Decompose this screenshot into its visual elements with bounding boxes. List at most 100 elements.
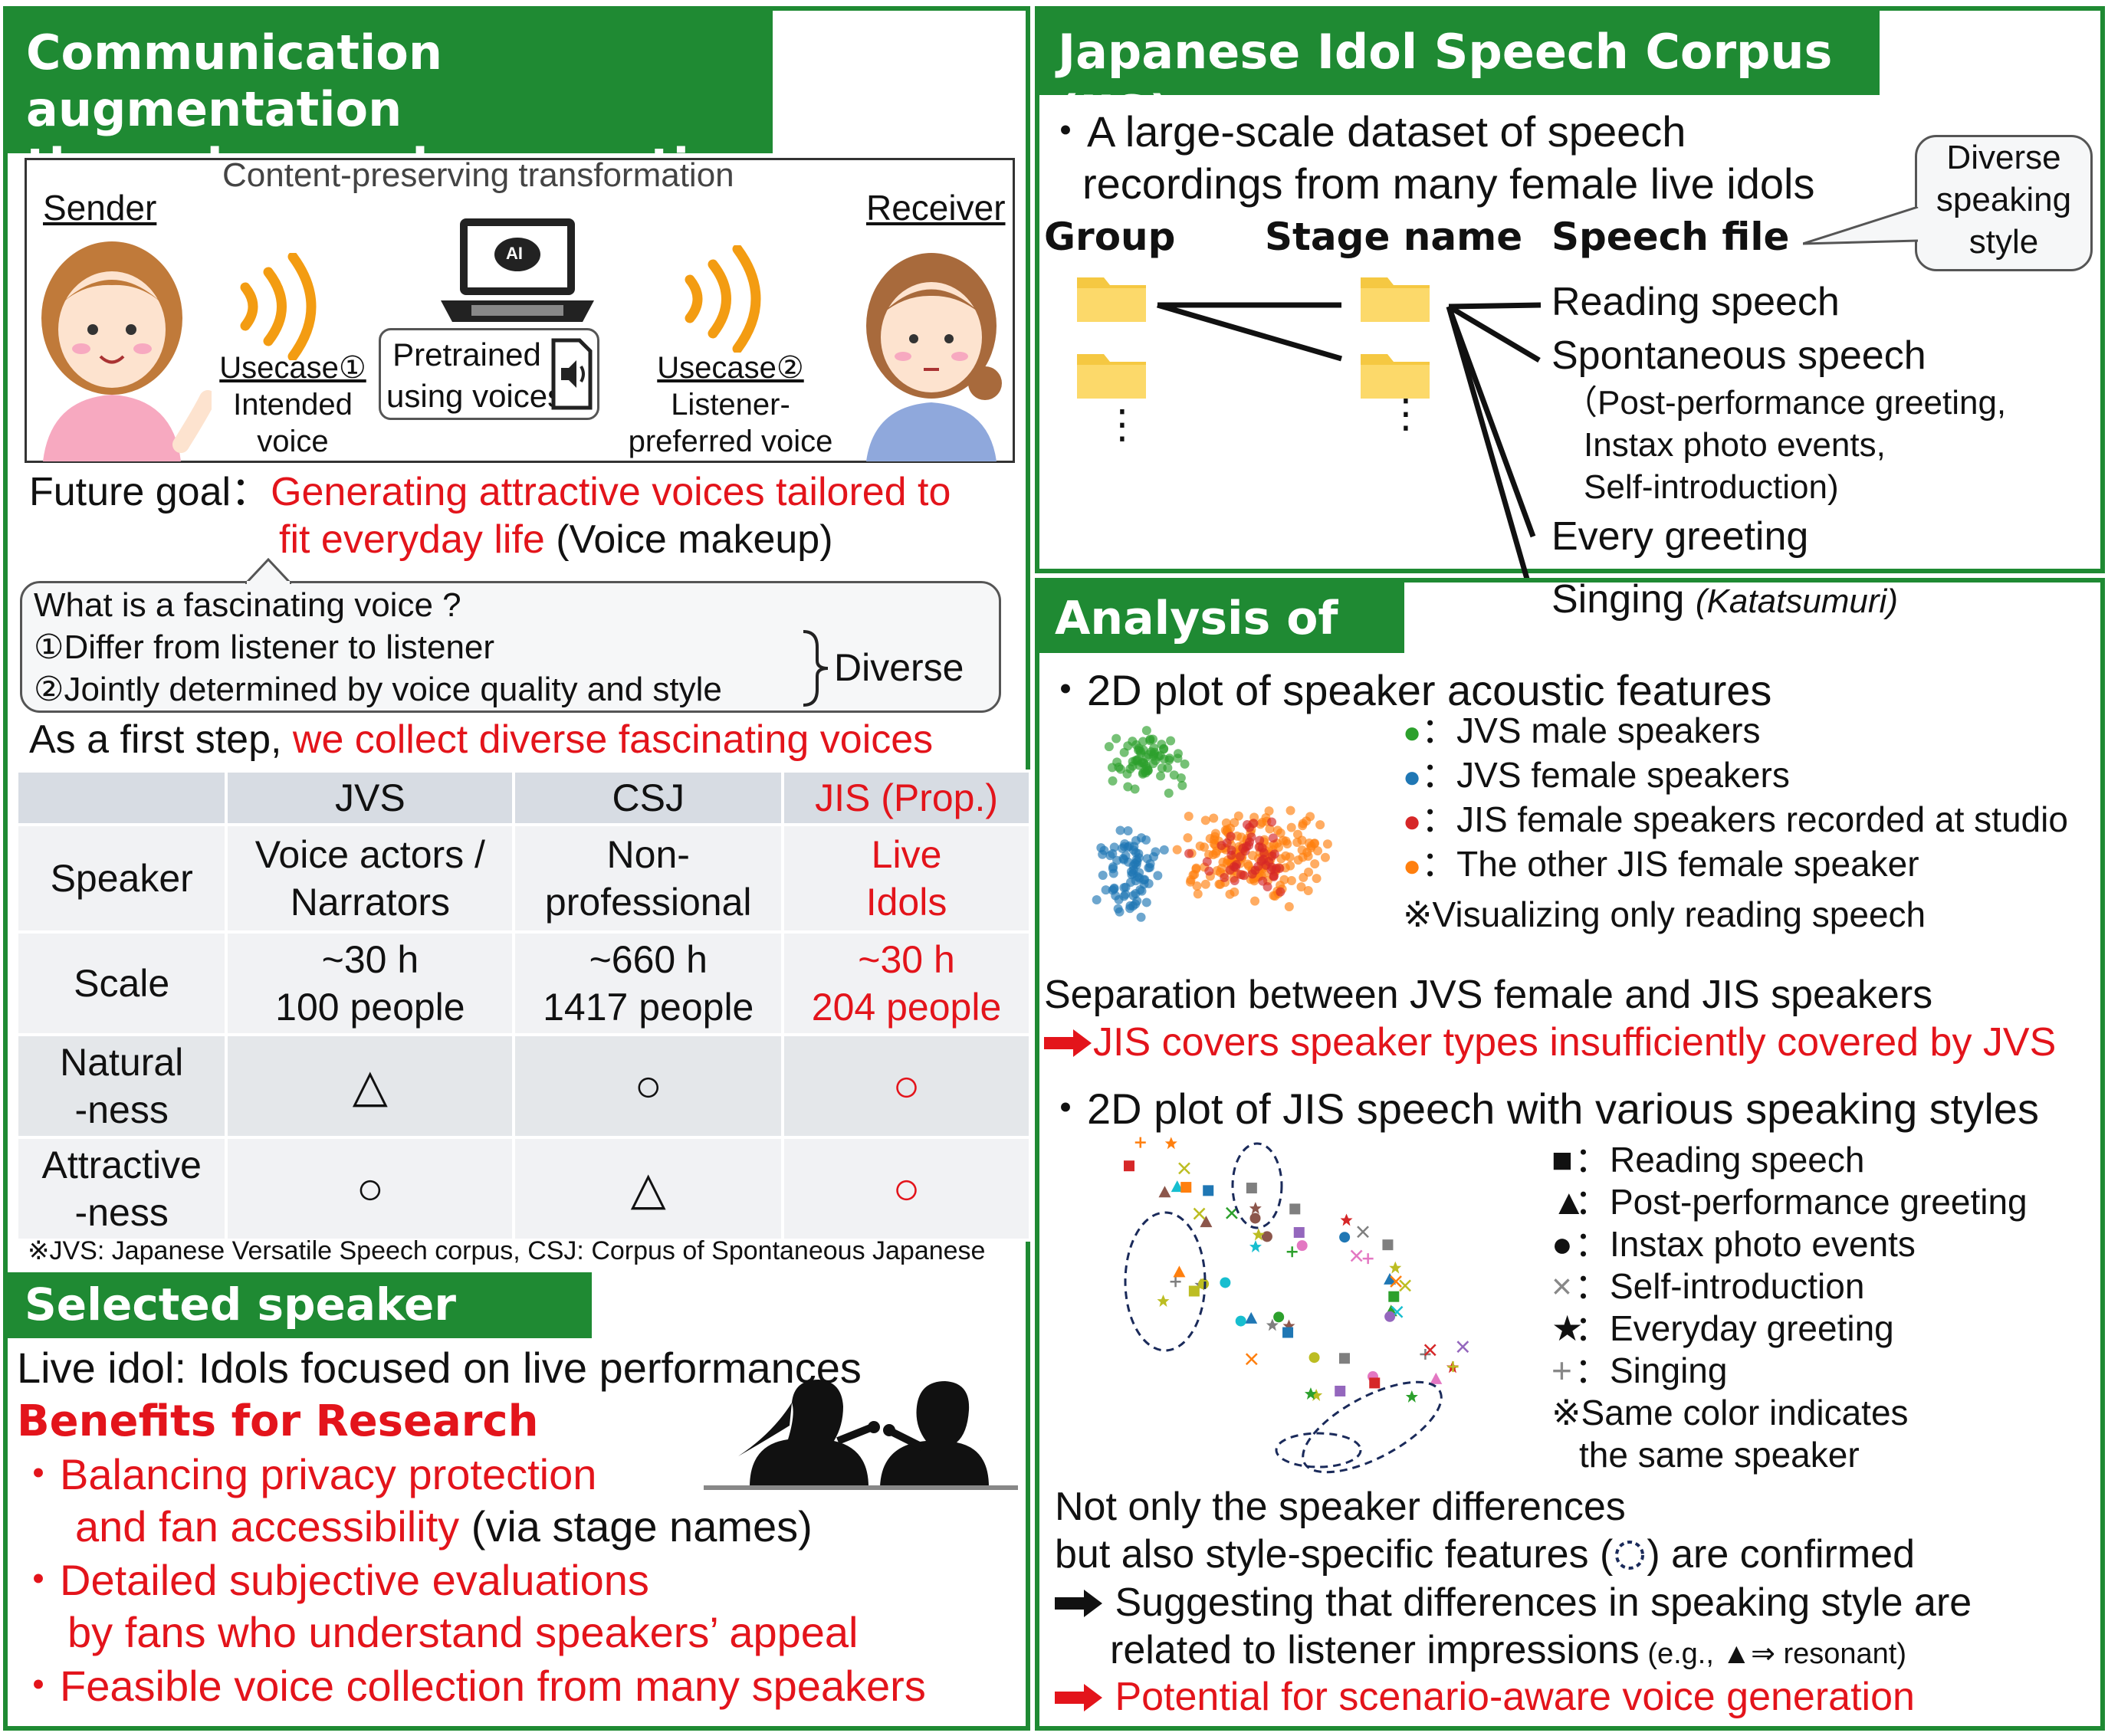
scatter-point (1115, 764, 1125, 774)
arrow-right-icon (1055, 1590, 1102, 1617)
scatter-point (1176, 773, 1186, 783)
scatter-point (1117, 843, 1127, 853)
comparison-table: JVS CSJ JIS (Prop.) Speaker Voice actors… (15, 770, 1032, 1242)
scatter-point (1173, 749, 1183, 759)
scatter-point (1382, 1239, 1394, 1251)
scatter-point (1141, 726, 1151, 736)
pretrained-text: Pretrained using voices (386, 336, 564, 414)
scatter-point (1158, 1186, 1171, 1198)
scatter-point (1339, 1232, 1351, 1243)
first-step: As a first step, we collect diverse fasc… (29, 717, 934, 762)
scatter-point (1249, 1240, 1262, 1253)
genre-title: Selected speaker genre (8, 1272, 592, 1386)
scatter-point (1108, 776, 1118, 786)
scatter-point (1204, 866, 1214, 876)
scatter-point (1178, 1162, 1190, 1175)
scatter-point (1185, 877, 1195, 887)
conclusion-1: Not only the speaker differences (1055, 1485, 1626, 1529)
scatter-point (1192, 881, 1202, 891)
legend1: ●：JVS male speakers ●：JVS female speaker… (1403, 710, 2068, 934)
style-cluster-outline (1275, 1432, 1362, 1469)
scatter-point (1198, 1278, 1210, 1290)
scatter-point (1384, 1272, 1397, 1285)
right-title: Japanese Idol Speech Corpus (JIS) (1039, 11, 1880, 141)
right-top-panel (1035, 6, 2105, 573)
callout-bubble (1915, 135, 2093, 271)
receiver-label: Receiver (866, 188, 1006, 228)
scatter-point (1292, 838, 1302, 848)
table-footnote: ※JVS: Japanese Versatile Speech corpus, … (28, 1236, 986, 1265)
arrow-right-icon (1044, 1029, 1092, 1057)
scatter-point (1128, 891, 1138, 901)
scatter-point (1156, 771, 1166, 781)
scatter-point (1245, 1311, 1258, 1324)
scatter-point (1249, 1202, 1262, 1215)
scatter-point (1111, 733, 1121, 743)
col-speech-file: Speech file (1551, 215, 1790, 259)
scatter-point (1226, 832, 1236, 842)
scatter-point (1221, 818, 1231, 828)
callout-tail (1803, 207, 1919, 245)
scatter-point (1269, 849, 1279, 859)
callout-text: Diverse speaking style (1936, 139, 2072, 261)
corpus-description: ・A large-scale dataset of speech recordi… (1044, 107, 1815, 208)
scatter-point (1123, 826, 1133, 836)
scatter-point (1296, 1240, 1308, 1252)
scatter-point (1118, 854, 1128, 864)
scatter-point (1131, 855, 1141, 865)
scatter-point (1390, 1275, 1402, 1288)
scatter-point (1273, 842, 1283, 852)
scatter-point (1215, 879, 1225, 889)
folder-icon (1077, 277, 1146, 322)
scatter-point (1276, 887, 1285, 897)
scatter-point (1405, 1390, 1418, 1403)
plot2-title: ・2D plot of JIS speech with various spea… (1044, 1085, 2039, 1133)
scatter-point (1266, 1318, 1279, 1331)
scatter-point (1138, 757, 1148, 767)
brace-icon (803, 630, 829, 707)
folder-icon (1077, 354, 1146, 399)
scatter-point (1164, 755, 1174, 765)
scatter-point (1305, 812, 1315, 822)
legend-item: ★：Everyday greeting (1551, 1308, 1894, 1348)
scatter-point (1226, 845, 1236, 855)
style-cluster-outline (1231, 1142, 1283, 1229)
scatter-point (1322, 839, 1332, 849)
scatter-point (1125, 904, 1135, 914)
scatter-point (1272, 825, 1282, 835)
scatter-point (1157, 740, 1167, 750)
conclusion-3: Suggesting that differences in speaking … (1055, 1579, 1972, 1678)
scatter-point (1310, 859, 1320, 869)
scatter-point (1253, 861, 1263, 871)
scatter-point (1335, 1385, 1346, 1396)
scatter-point (1200, 879, 1210, 889)
scatter-point (1263, 881, 1272, 891)
file-reading: Reading speech (1551, 280, 1840, 324)
question-bubble (20, 581, 1001, 713)
col-stage-name: Stage name (1265, 215, 1523, 259)
sound-wave-icon (685, 245, 761, 353)
scatter-point (1092, 895, 1102, 905)
bubble-tail (245, 558, 291, 584)
scatter-point (1217, 864, 1226, 874)
scatter-point (1184, 811, 1194, 821)
scatter-point (1282, 1327, 1294, 1338)
scatter-point (1119, 883, 1129, 893)
scatter-point (1164, 788, 1174, 798)
scatter-point (1122, 769, 1132, 779)
scatter-point (1249, 1213, 1261, 1224)
stage-ellipsis: ⋮ (1386, 392, 1426, 436)
scatter-point (1230, 887, 1240, 897)
future-goal-line2: fit everyday life (Voice makeup) (279, 517, 833, 562)
file-spontaneous-sub: （Post-performance greeting, Instax photo… (1564, 384, 2007, 506)
scatter-point (1188, 870, 1198, 880)
legend-item: ●：Instax photo events (1551, 1224, 1916, 1264)
col-group: Group (1044, 215, 1176, 259)
question-text: What is a fascinating voice ? ①Differ fr… (34, 586, 722, 708)
scatter-point (1105, 851, 1115, 861)
scatter-point (1183, 833, 1193, 843)
illus-caption: Content-preserving transformation (222, 156, 734, 194)
scatter-point (1130, 784, 1140, 794)
file-spontaneous: Spontaneous speech (1551, 333, 1926, 378)
